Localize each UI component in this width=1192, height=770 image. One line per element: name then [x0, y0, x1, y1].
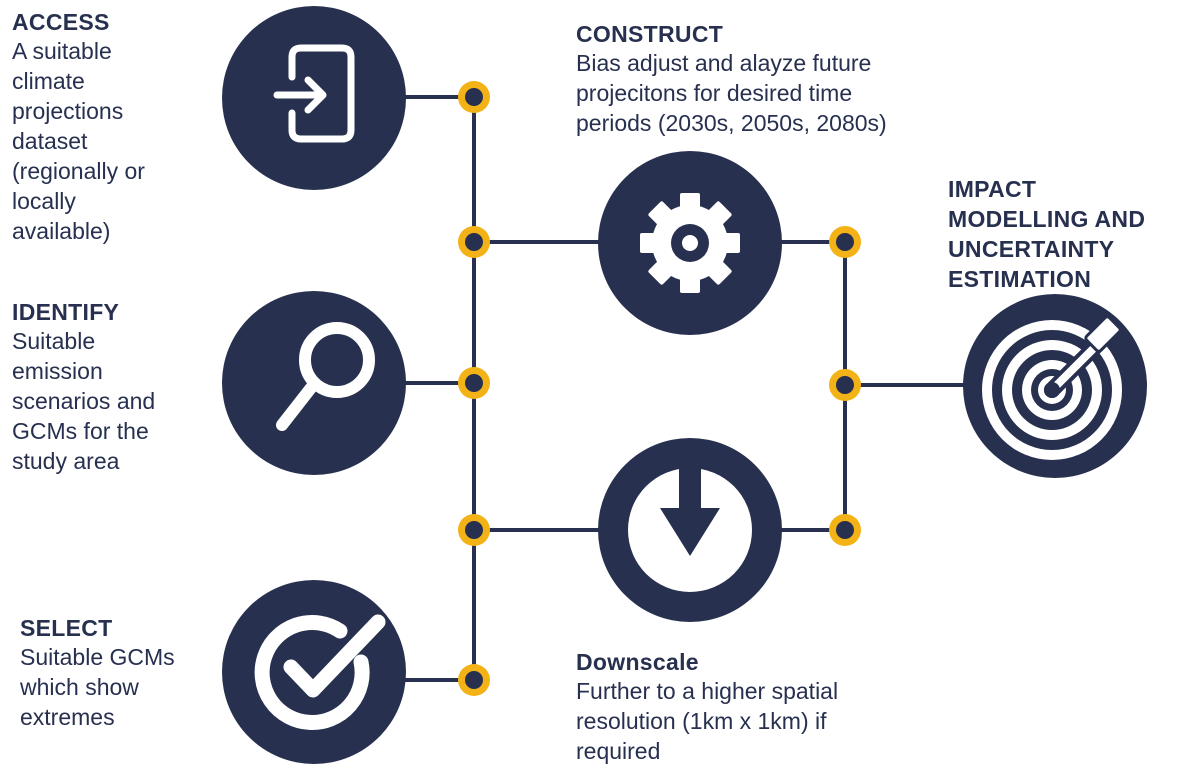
- identify-title: IDENTIFY: [12, 299, 120, 325]
- select-circle: [222, 580, 406, 764]
- junction-node: [458, 664, 490, 696]
- downscale-line: resolution (1km x 1km) if: [576, 708, 827, 734]
- junction-node: [458, 226, 490, 258]
- access-title: ACCESS: [12, 9, 110, 35]
- construct-description: Bias adjust and alayze future projeciton…: [576, 48, 976, 138]
- access-line: (regionally or: [12, 158, 145, 184]
- identify-step-text: IDENTIFY Suitable emission scenarios and…: [12, 298, 212, 476]
- downscale-title: Downscale: [576, 649, 699, 675]
- junction-node: [458, 514, 490, 546]
- identify-line: Suitable: [12, 328, 96, 354]
- impact-title-line: IMPACT: [948, 176, 1037, 202]
- junction-nodes: [458, 81, 861, 696]
- select-step-text: SELECT Suitable GCMs which show extremes: [20, 614, 220, 732]
- junction-node: [829, 226, 861, 258]
- downscale-description: Further to a higher spatial resolution (…: [576, 676, 936, 766]
- identify-line: GCMs for the: [12, 418, 149, 444]
- select-line: extremes: [20, 704, 115, 730]
- construct-line: projecitons for desired time: [576, 80, 853, 106]
- impact-title: IMPACT MODELLING AND UNCERTAINTY ESTIMAT…: [948, 174, 1188, 294]
- access-line: locally: [12, 188, 76, 214]
- checkmark-icon: [254, 614, 386, 730]
- access-line: climate: [12, 68, 85, 94]
- downscale-line: Further to a higher spatial: [576, 678, 839, 704]
- select-line: Suitable GCMs: [20, 644, 175, 670]
- download-arrow-icon: [628, 464, 752, 592]
- sign-in-icon: [273, 44, 355, 143]
- access-line: A suitable: [12, 38, 112, 64]
- access-line: available): [12, 218, 111, 244]
- select-description: Suitable GCMs which show extremes: [20, 642, 220, 732]
- construct-line: periods (2030s, 2050s, 2080s): [576, 110, 887, 136]
- downscale-line: required: [576, 738, 661, 764]
- identify-line: study area: [12, 448, 120, 474]
- impact-title-line: MODELLING AND: [948, 206, 1146, 232]
- downscale-step-text: Downscale Further to a higher spatial re…: [576, 648, 936, 766]
- construct-title: CONSTRUCT: [576, 21, 724, 47]
- construct-step-text: CONSTRUCT Bias adjust and alayze future …: [576, 20, 976, 138]
- identify-description: Suitable emission scenarios and GCMs for…: [12, 326, 212, 476]
- junction-node: [829, 369, 861, 401]
- impact-title-line: UNCERTAINTY: [948, 236, 1115, 262]
- junction-node: [458, 81, 490, 113]
- impact-step-text: IMPACT MODELLING AND UNCERTAINTY ESTIMAT…: [948, 174, 1188, 294]
- junction-node: [458, 367, 490, 399]
- identify-line: scenarios and: [12, 388, 156, 414]
- construct-line: Bias adjust and alayze future: [576, 50, 872, 76]
- junction-node: [829, 514, 861, 546]
- select-title: SELECT: [20, 615, 113, 641]
- access-description: A suitable climate projections dataset (…: [12, 36, 212, 246]
- impact-title-line: ESTIMATION: [948, 266, 1092, 292]
- magnifier-icon: [276, 322, 375, 431]
- gear-icon: [640, 193, 740, 293]
- select-line: which show: [20, 674, 139, 700]
- access-line: dataset: [12, 128, 88, 154]
- access-step-text: ACCESS A suitable climate projections da…: [12, 8, 212, 246]
- access-line: projections: [12, 98, 124, 124]
- target-dart-icon: [982, 315, 1122, 460]
- identify-line: emission: [12, 358, 103, 384]
